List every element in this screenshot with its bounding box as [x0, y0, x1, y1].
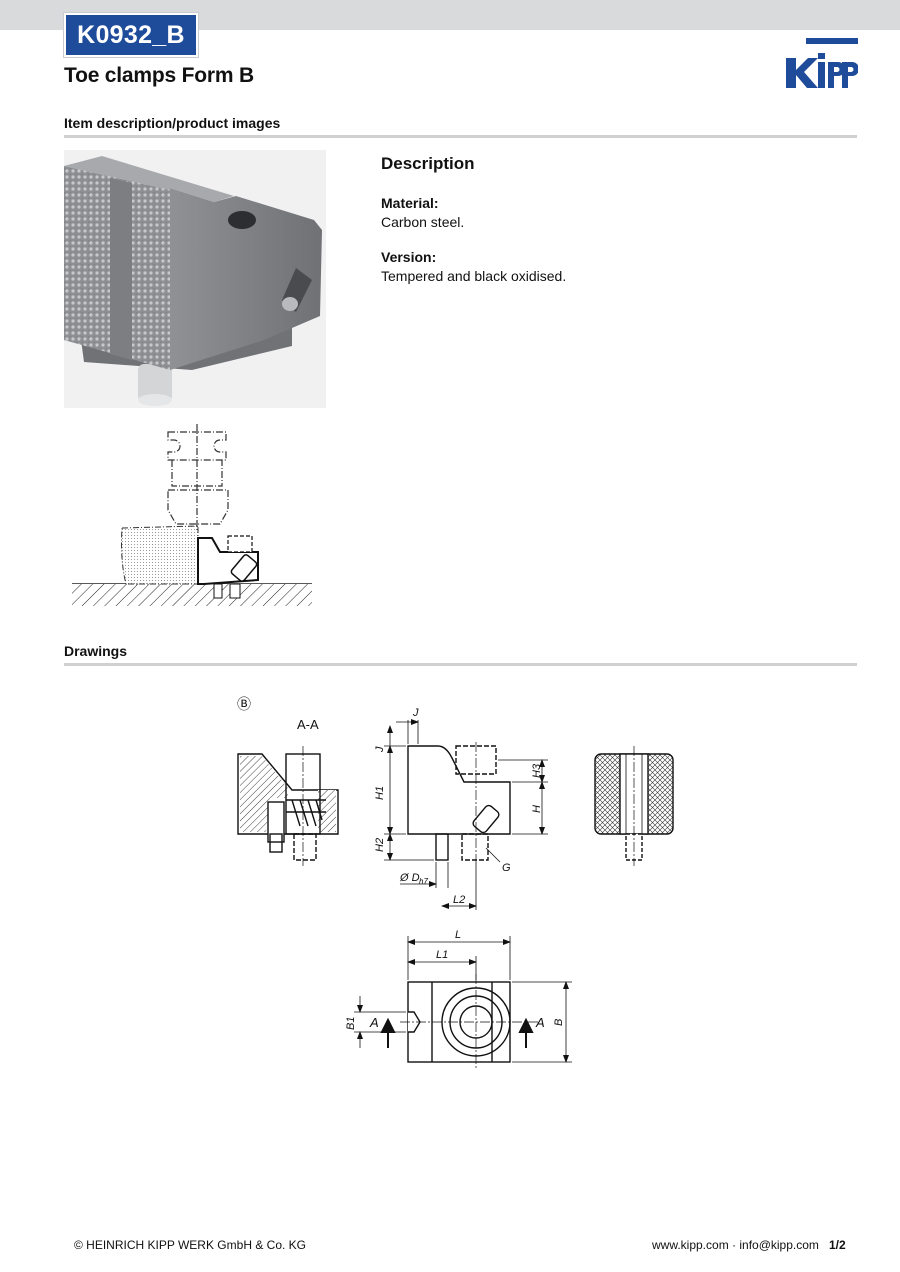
material-value: Carbon steel.: [381, 214, 465, 230]
section-divider: [64, 135, 857, 138]
dim-H1: H1: [374, 786, 386, 800]
footer-copyright: © HEINRICH KIPP WERK GmbH & Co. KG: [74, 1238, 306, 1252]
product-photo: [64, 150, 326, 408]
material-label: Material:: [381, 195, 439, 211]
description-title: Description: [381, 154, 475, 173]
dim-J-top: J: [412, 707, 419, 719]
dim-D-tolerance: h7: [419, 877, 428, 886]
dim-J-side: J: [374, 746, 386, 753]
page-title: Toe clamps Form B: [64, 64, 254, 87]
footer-contact-link[interactable]: www.kipp.com · info@kipp.com: [652, 1238, 819, 1252]
section-label: A-A: [297, 717, 319, 732]
dim-H: H: [531, 805, 543, 813]
dim-G: G: [502, 862, 511, 874]
dim-H3: H3: [531, 763, 543, 778]
product-code-badge: K0932_B: [63, 12, 199, 58]
section-marker-right: A: [535, 1015, 545, 1030]
section-divider: [64, 663, 857, 666]
version-value: Tempered and black oxidised.: [381, 268, 567, 284]
footer-page-number: 1/2: [829, 1238, 846, 1252]
dim-L: L: [455, 929, 461, 941]
usage-illustration: [72, 424, 312, 606]
kipp-logo: [786, 38, 858, 88]
dim-D: Ø D: [399, 872, 420, 884]
version-label: Version:: [381, 249, 437, 265]
form-label: Ⓑ: [237, 696, 251, 712]
dim-B1: B1: [345, 1017, 357, 1030]
dim-L2: L2: [453, 894, 465, 906]
dim-H2: H2: [374, 838, 386, 852]
section-marker-left: A: [369, 1015, 379, 1030]
section-heading-drawings: Drawings: [64, 643, 128, 659]
dim-L1: L1: [436, 949, 448, 961]
dim-B: B: [553, 1019, 565, 1026]
section-heading-item-description: Item description/product images: [64, 115, 281, 131]
